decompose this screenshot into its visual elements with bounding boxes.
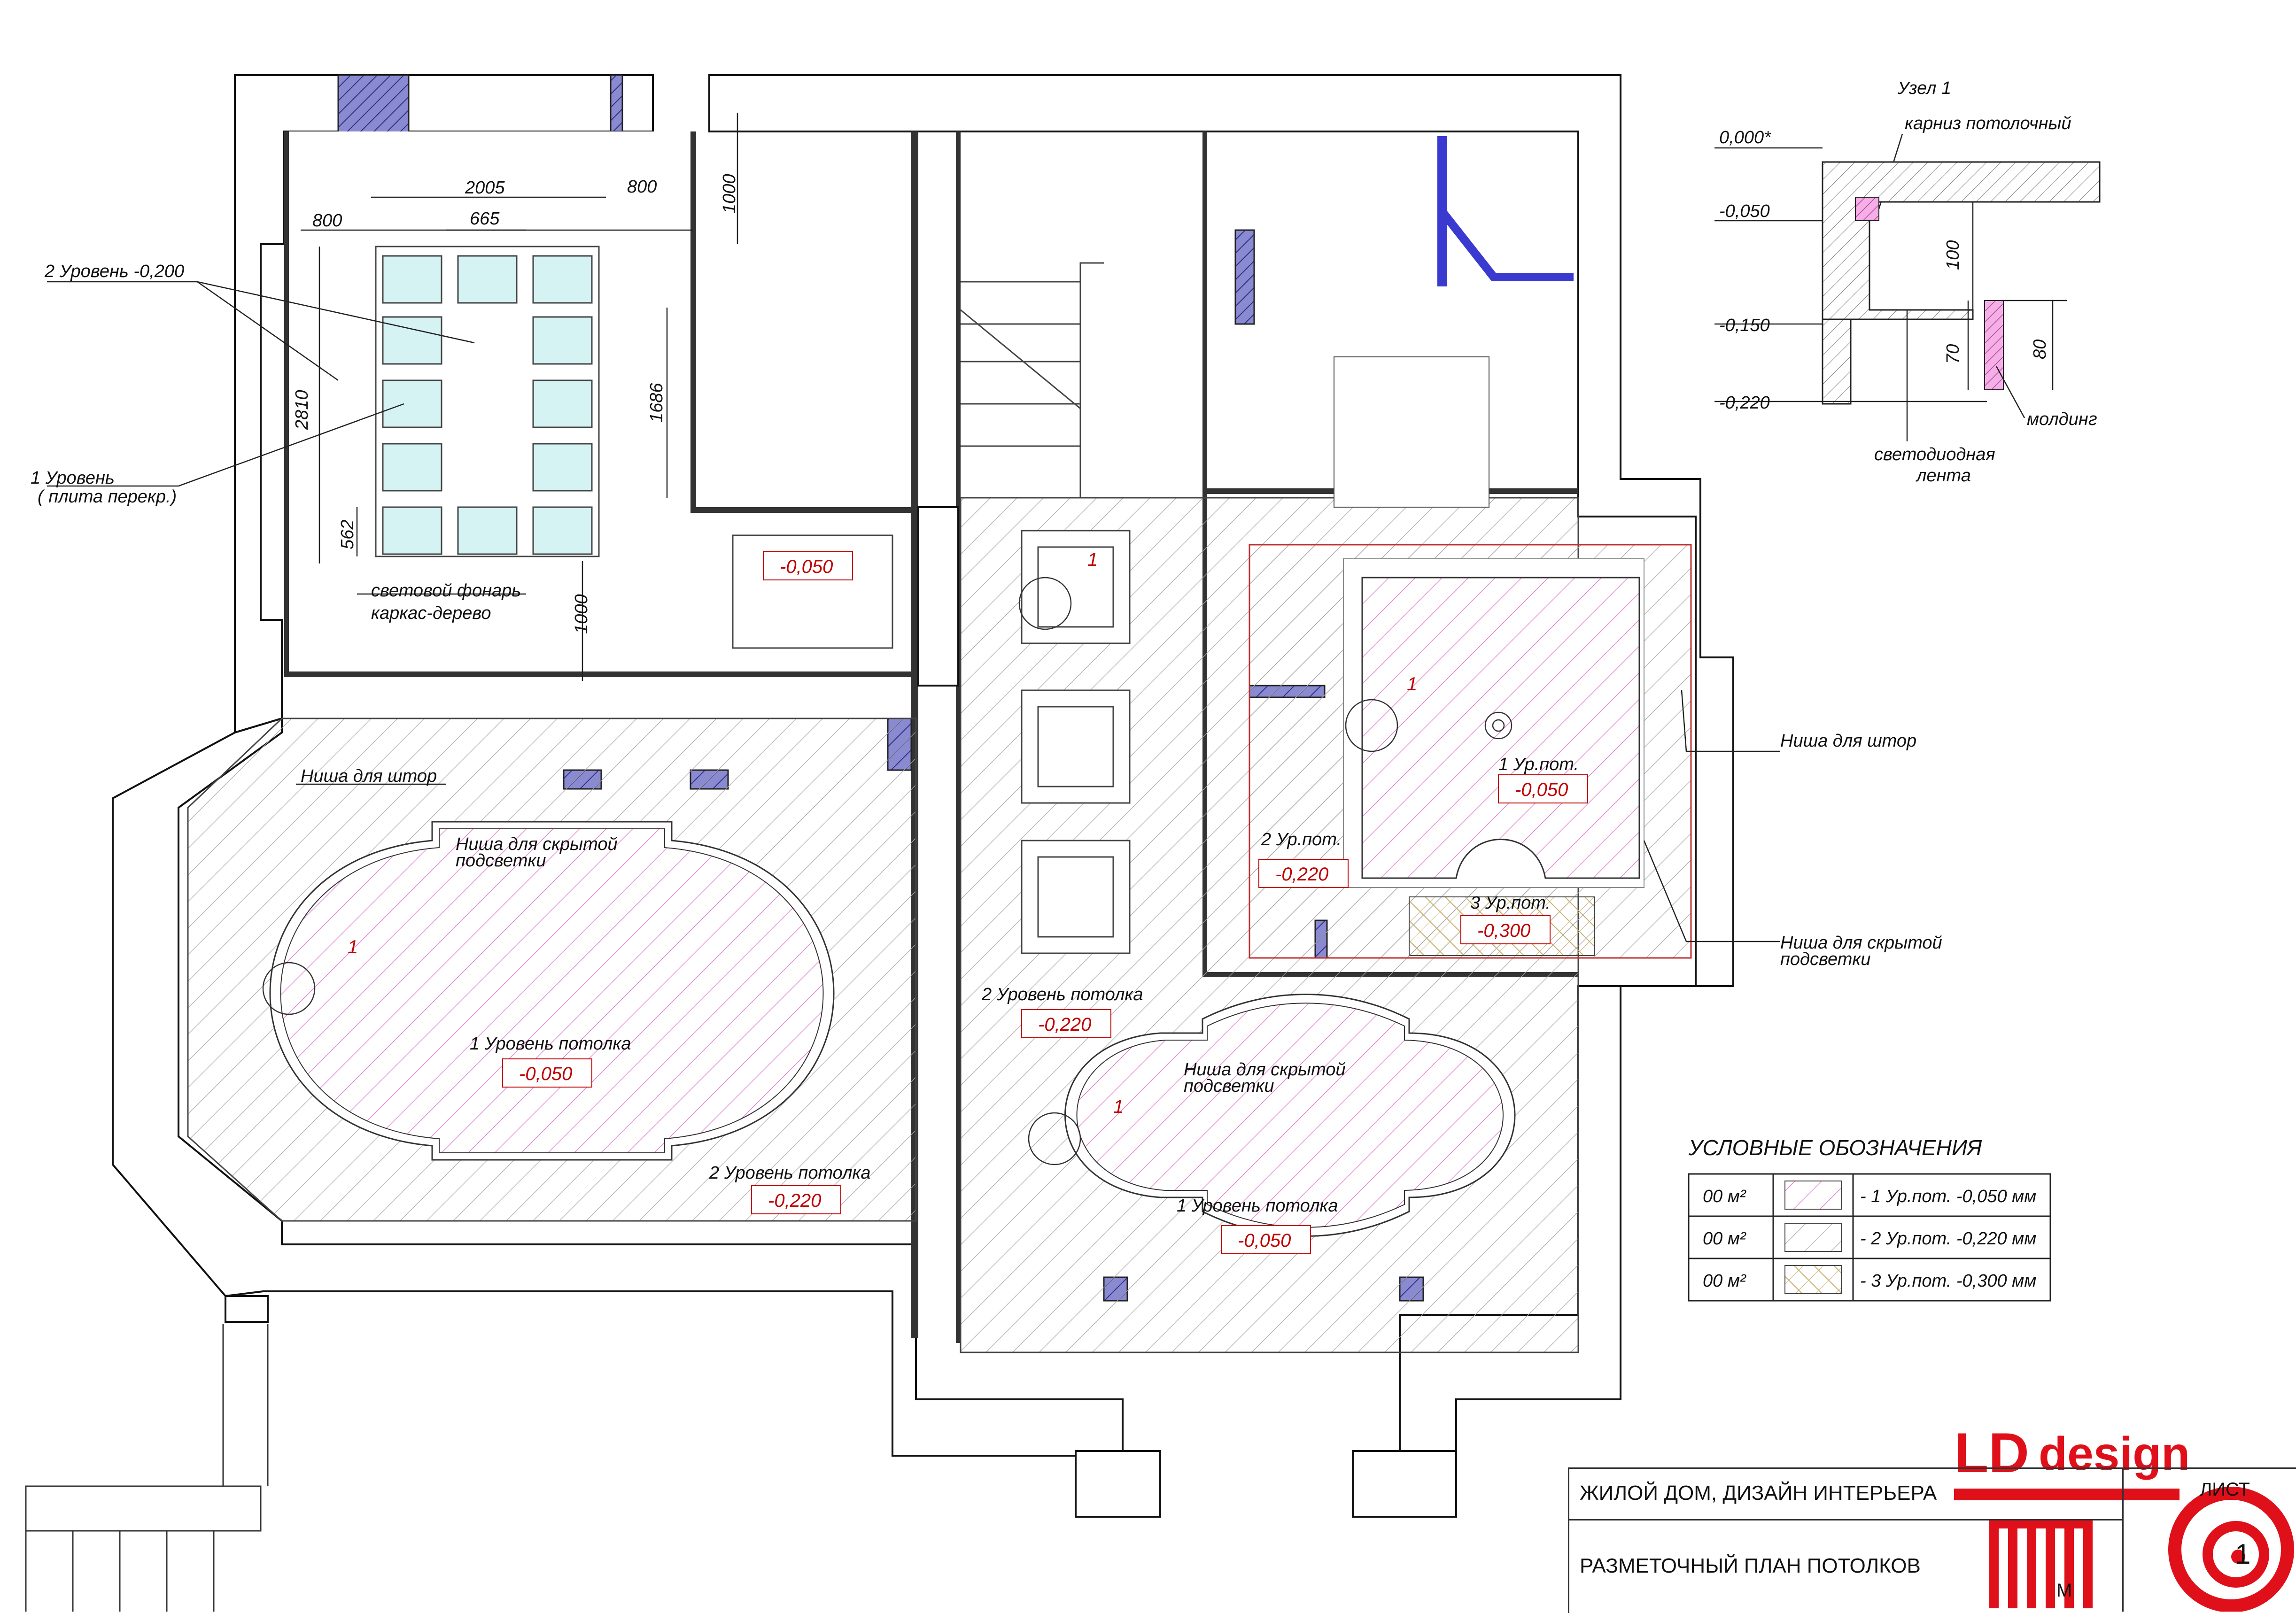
dimension-lines	[301, 113, 738, 681]
detail-mark-2: -0,150	[1719, 316, 1770, 335]
label-ceiling-l1-left: 1 Уровень потолка	[470, 1034, 631, 1054]
dim-1000-bottom: 1000	[572, 594, 591, 634]
dim-1000-top: 1000	[720, 174, 739, 214]
label-ceiling-l2-left: 2 Уровень потолка	[709, 1163, 870, 1183]
detail-led-1: светодиодная	[1874, 445, 1995, 464]
label-ceiling-l2-center: 2 Уровень потолка	[981, 985, 1143, 1004]
legend-area-3: 00 м²	[1703, 1271, 1746, 1291]
level-room-l1: -0,050	[1515, 779, 1568, 800]
right-room-ceiling	[1249, 356, 1692, 959]
legend-text-1: - 1 Ур.пот. -0,050 мм	[1860, 1187, 2036, 1206]
title-scale-label: М	[2056, 1580, 2072, 1601]
dim-1686: 1686	[647, 383, 667, 423]
marker-1-right: 1	[1407, 674, 1417, 695]
level-room-l3: -0,300	[1477, 920, 1530, 941]
level-center-l1: -0,050	[1238, 1230, 1291, 1251]
label-level1-sub: ( плита перекр.)	[38, 487, 177, 507]
label-hidden-light-left-2: подсветки	[456, 851, 546, 871]
skylight-panes	[382, 255, 593, 555]
level-entry: -0,050	[780, 556, 833, 577]
marker-1-corridor: 1	[1087, 549, 1098, 570]
label-hidden-light-right-1: Ниша для скрытой	[1780, 933, 1942, 953]
label-curtain-niche-right: Ниша для штор	[1780, 731, 1916, 751]
label-hidden-light-center-2: подсветки	[1184, 1076, 1274, 1096]
detail-mark-0: 0,000*	[1719, 128, 1771, 147]
legend-text-3: - 3 Ур.пот. -0,300 мм	[1860, 1271, 2036, 1291]
leader-lines	[47, 281, 1780, 942]
detail-mark-1: -0,050	[1719, 201, 1770, 221]
detail-dim-80: 80	[2030, 340, 2050, 359]
dim-2810: 2810	[292, 390, 312, 430]
label-room-l3: 3 Ур.пот.	[1470, 893, 1551, 913]
label-hidden-light-right-2: подсветки	[1780, 949, 1871, 969]
skylight-room	[289, 131, 893, 671]
dim-2005: 2005	[465, 178, 505, 198]
label-ceiling-l1-center: 1 Уровень потолка	[1177, 1196, 1338, 1216]
logo-ld: LD	[1954, 1421, 2029, 1484]
title-sheet-number: 1	[2235, 1538, 2251, 1570]
label-curtain-niche-left: Ниша для штор	[301, 766, 437, 786]
logo: LD design	[1954, 1421, 2294, 1612]
detail-title: Узел 1	[1897, 78, 1951, 98]
label-hidden-light-left-1: Ниша для скрытой	[456, 834, 618, 854]
label-level1: 1 Уровень	[31, 468, 115, 488]
dimension-texts: 2005 800 800 665 2810 1686 562 1000 1000	[292, 174, 739, 634]
detail-mark-3: -0,220	[1719, 393, 1770, 413]
legend-area-2: 00 м²	[1703, 1229, 1746, 1249]
detail-molding: молдинг	[2027, 409, 2097, 429]
exterior-walls	[112, 74, 1734, 1518]
annotations: 2 Уровень -0,200 1 Уровень ( плита перек…	[31, 262, 1942, 1216]
left-room-ceiling	[187, 718, 917, 1222]
legend-area-1: 00 м²	[1703, 1187, 1746, 1206]
title-project-row: ЖИЛОЙ ДОМ, ДИЗАЙН ИНТЕРЬЕРА	[1568, 1467, 2122, 1519]
title-sheet-label: ЛИСТ	[2200, 1479, 2250, 1500]
legend: УСЛОВНЫЕ ОБОЗНАЧЕНИЯ 00 м² - 1 Ур.пот. -…	[1688, 1135, 2051, 1302]
marker-1-left: 1	[348, 937, 358, 957]
logo-design: design	[2039, 1428, 2190, 1480]
detail-dim-70: 70	[1943, 344, 1963, 364]
legend-text-2: - 2 Ур.пот. -0,220 мм	[1860, 1229, 2036, 1249]
label-skylight: световой фонарь	[371, 581, 521, 601]
legend-title: УСЛОВНЫЕ ОБОЗНАЧЕНИЯ	[1688, 1135, 1982, 1160]
dim-800-left: 800	[312, 211, 342, 231]
level-left-l2: -0,220	[768, 1190, 821, 1211]
staircase	[960, 262, 1104, 498]
detail-cornice: карниз потолочный	[1905, 114, 2071, 133]
title-block: ЖИЛОЙ ДОМ, ДИЗАЙН ИНТЕРЬЕРА РАЗМЕТОЧНЫЙ …	[1568, 1467, 2296, 1613]
porch	[25, 1324, 269, 1612]
level-values: -0,050 -0,050 -0,220 -0,220 -0,050 -0,05…	[502, 551, 1588, 1254]
label-level2: 2 Уровень -0,200	[44, 262, 184, 281]
detail-dim-100: 100	[1943, 240, 1963, 270]
dim-800-right: 800	[627, 177, 657, 197]
dim-665: 665	[470, 209, 500, 229]
dim-562: 562	[338, 520, 357, 549]
detail-node-1: Узел 1 карниз потолочный 0,000* -0,050 -…	[1714, 78, 2101, 486]
level-center-l2: -0,220	[1038, 1014, 1091, 1035]
title-project: ЖИЛОЙ ДОМ, ДИЗАЙН ИНТЕРЬЕРА	[1580, 1482, 1937, 1505]
detail-led-2: лента	[1916, 466, 1971, 486]
title-drawing-row: РАЗМЕТОЧНЫЙ ПЛАН ПОТОЛКОВ	[1568, 1519, 2122, 1612]
label-skylight-frame: каркас-дерево	[371, 603, 491, 623]
label-room-l1: 1 Ур.пот.	[1498, 755, 1579, 774]
level-room-l2: -0,220	[1275, 864, 1328, 885]
label-room-l2: 2 Ур.пот.	[1261, 830, 1342, 849]
label-hidden-light-center-1: Ниша для скрытой	[1184, 1060, 1346, 1080]
marker-1-center: 1	[1113, 1096, 1124, 1117]
level-left-l1: -0,050	[519, 1064, 572, 1084]
title-drawing: РАЗМЕТОЧНЫЙ ПЛАН ПОТОЛКОВ	[1580, 1554, 1921, 1577]
